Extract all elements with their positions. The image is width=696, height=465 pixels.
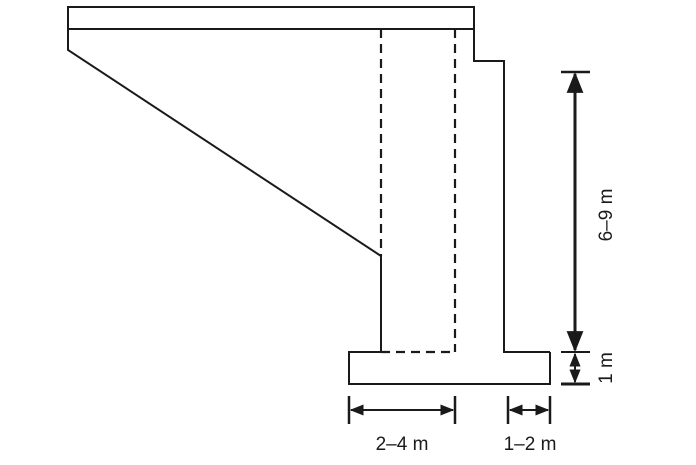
footing-thickness-label: 1 m	[596, 352, 617, 384]
deck-slab	[67, 6, 475, 30]
hidden-lines	[379, 29, 457, 354]
stem-front	[473, 29, 550, 353]
toe-dimension	[506, 396, 552, 424]
toe-width-label: 1–2 m	[504, 434, 557, 455]
height-dimension	[561, 70, 590, 386]
heel-width-label: 2–4 m	[376, 434, 429, 455]
footing	[348, 351, 551, 385]
heel-dimension	[347, 396, 457, 424]
stem-height-label: 6–9 m	[596, 189, 617, 242]
wall-outline	[67, 29, 382, 352]
